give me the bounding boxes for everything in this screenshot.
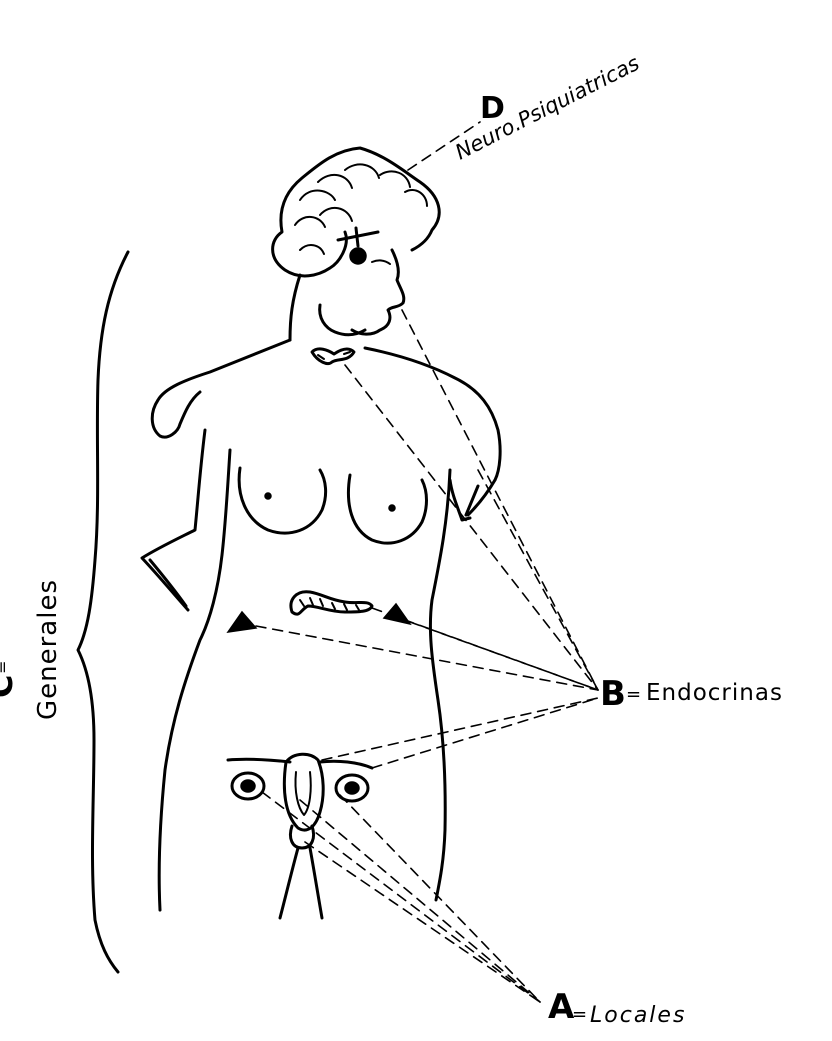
label-b-text: Endocrinas [646, 680, 783, 706]
label-c-letter: C [0, 675, 20, 698]
connectors [256, 122, 598, 1002]
connector-b-3 [478, 470, 598, 690]
pancreas [291, 592, 372, 614]
connector-a-3 [340, 795, 540, 1002]
left-shoulder-hair [152, 340, 290, 437]
label-c: C = Generales [0, 579, 63, 720]
connector-a-4 [305, 842, 540, 1002]
c-bracket [78, 252, 128, 972]
thyroid-gland [312, 349, 354, 364]
label-a-letter: A [548, 987, 575, 1027]
label-c-separator: = [0, 661, 12, 674]
female-figure [142, 148, 500, 918]
right-nipple [389, 505, 395, 511]
label-b-separator: = [626, 684, 641, 705]
connector-b-7 [372, 698, 598, 768]
connector-b-8 [322, 698, 598, 760]
connector-b-4 [256, 626, 598, 690]
right-shoulder [365, 348, 500, 480]
label-a-separator: = [572, 1004, 587, 1025]
connector-b-5 [372, 608, 598, 690]
connector-b-2 [345, 365, 598, 690]
left-arm-shade [150, 560, 186, 606]
label-a: A = Locales [548, 987, 686, 1028]
adrenal-gland-left [228, 612, 256, 632]
neck-left [290, 275, 300, 340]
hair-curls [295, 164, 427, 254]
right-breast [348, 475, 426, 543]
eye [372, 260, 390, 264]
uterus-and-ovaries [228, 754, 372, 848]
left-arm [142, 430, 205, 610]
label-c-text: Generales [33, 579, 63, 720]
left-nipple [265, 493, 271, 499]
chin-line [320, 305, 365, 335]
label-b-letter: B [600, 674, 626, 714]
label-d: D Neuro.Psiquiatricas [451, 51, 643, 165]
leg-left [280, 848, 298, 918]
left-breast [239, 468, 325, 533]
leg-right [310, 848, 322, 918]
label-a-text: Locales [590, 1003, 686, 1028]
torso-right [430, 470, 450, 900]
connector-a-1 [262, 792, 540, 1002]
label-b: B = Endocrinas [600, 674, 783, 714]
connector-a-2 [300, 800, 540, 1002]
